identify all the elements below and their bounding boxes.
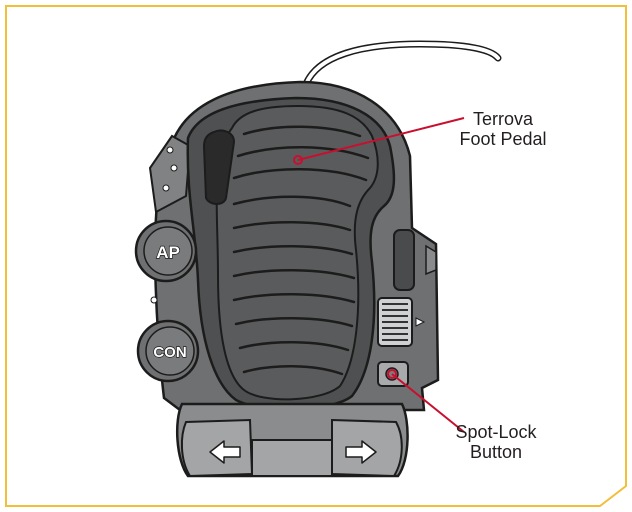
plate-screw [166, 146, 174, 154]
side-screw [150, 296, 158, 304]
spotlock-callout-dot [387, 369, 397, 379]
spotlock-callout-line [391, 373, 465, 433]
pedal-surface [215, 104, 379, 401]
con-button-label: CON [153, 344, 186, 361]
pedal-cable-highlight [304, 41, 500, 86]
speed-indicator-icon [415, 317, 426, 327]
pedal-callout-line [297, 117, 465, 161]
spotlock-callout-line1: Spot-Lock [455, 422, 537, 442]
pedal-slot [202, 129, 236, 205]
grip-ridges [232, 125, 370, 376]
speed-wheel-teeth [382, 303, 408, 341]
spotlock-callout-label: Spot-Lock Button [444, 422, 548, 462]
pedal-callout-label: Terrova Foot Pedal [448, 109, 558, 149]
spotlock-callout-line2: Button [469, 442, 523, 462]
pedal-cable [302, 40, 502, 88]
pedal-callout-dot [293, 155, 303, 165]
con-button[interactable]: CON [136, 319, 200, 383]
pedal-callout-line2: Foot Pedal [459, 129, 547, 149]
pedal-callout-line1: Terrova [472, 109, 534, 129]
arrow-left-icon [209, 440, 241, 464]
plate-screw [162, 184, 170, 192]
ap-button-label: AP [156, 243, 180, 262]
frame-border [5, 5, 627, 507]
plate-screw [170, 164, 178, 172]
arrow-right-icon [345, 440, 377, 464]
center-panel [251, 439, 333, 477]
ap-button[interactable]: AP [134, 219, 198, 283]
side-rocker [393, 229, 415, 291]
side-clip [425, 244, 437, 276]
